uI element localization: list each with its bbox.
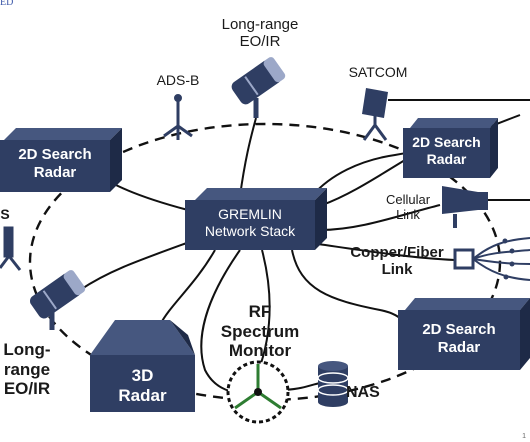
eo-ir-top-line1: Long-range [221,16,299,33]
radar-2d-right-bottom-label: 2D Search Radar [398,321,520,357]
rf-monitor-line2: Spectrum [220,321,300,341]
cellular-horn-icon [442,186,488,228]
nas-label: NAS [346,384,380,401]
cellular-label: Cellular Link [378,192,438,223]
radar-2d-right-top-line2: Radar [426,150,467,167]
eo-ir-left-line1: Long- [3,340,51,359]
eo-ir-top-label: Long-range EO/IR [205,16,315,51]
link-eo-ir-left [79,239,196,291]
radar-3d-line2: Radar [118,386,167,406]
adsb-label: ADS-B [156,72,200,88]
eo-ir-left-line3: EO/IR [3,379,51,399]
left-antenna-icon [0,226,22,271]
rf-monitor-icon[interactable] [226,360,290,424]
satcom-dish-icon [362,88,388,141]
copper-fiber-label: Copper/Fiber Link [342,244,452,279]
cellular-line2: Link [396,206,420,222]
radar-2d-right-top-box[interactable] [403,118,498,178]
radar-2d-left-box[interactable] [0,128,122,192]
cellular-line1: Cellular [385,192,431,207]
link-rf-monitor [257,249,271,373]
gremlin-line2: Network Stack [204,222,296,239]
nas-database-icon [317,361,349,407]
radar-2d-right-bottom-box[interactable] [398,298,530,370]
copper-fiber-icon [453,237,530,281]
link-copper [317,243,456,261]
radar-2d-left-line1: 2D Search [18,146,92,163]
gremlin-line1: GREMLIN [218,206,282,222]
radar-2d-right-top-line1: 2D Search [412,134,481,150]
link-radar-3d [159,249,216,326]
corner-mark: ED [0,0,14,8]
radar-3d-label: 3D Radar [90,366,195,407]
link-radar-left [109,181,189,211]
eo-ir-left-icon [29,270,86,330]
eo-ir-top-icon [231,57,286,118]
link-eo-ir-top [239,117,257,197]
radar-2d-left-label: 2D Search Radar [0,146,110,182]
link-radar-right-top [321,159,406,206]
gremlin-box[interactable] [185,188,327,250]
radar-2d-right-bottom-line2: Radar [437,339,481,356]
page-number: 1 [522,433,526,440]
eo-ir-left-label: Long- range EO/IR [0,340,72,399]
radar-2d-right-top-label: 2D Search Radar [403,134,490,168]
radar-3d-line1: 3D [131,366,154,385]
gremlin-label: GREMLIN Network Stack [185,206,315,240]
rf-monitor-line1: RF [248,302,272,321]
copper-fiber-line1: Copper/Fiber [350,244,444,261]
copper-fiber-line2: Link [381,261,413,279]
link-cellular [319,204,441,231]
eo-ir-left-line2: range [3,359,51,379]
rf-monitor-label: RF Spectrum Monitor [215,302,305,361]
adsb-antenna-icon [163,94,193,140]
radar-2d-left-line2: Radar [33,164,77,181]
eo-ir-top-line2: EO/IR [239,33,281,51]
left-partial-label: S [0,206,10,222]
radar-2d-right-bottom-line1: 2D Search [422,321,496,338]
rf-monitor-line3: Monitor [228,341,292,361]
satcom-label: SATCOM [348,64,408,80]
radar-3d-box[interactable] [90,320,195,412]
